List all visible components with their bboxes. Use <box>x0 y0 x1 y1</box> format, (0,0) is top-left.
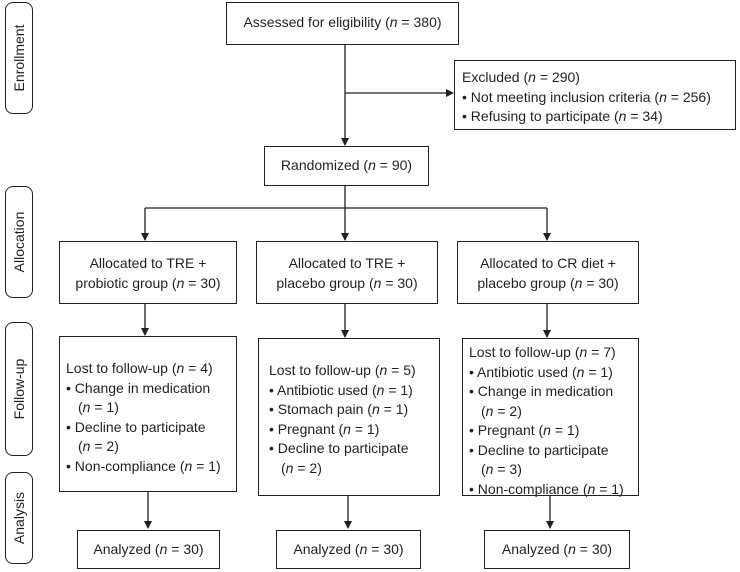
followup-box-tre-probiotic: Lost to follow-up (n = 4) Change in medi… <box>59 336 237 492</box>
assessed-n: n <box>389 14 398 30</box>
allocated-line1: Allocated to TRE + <box>89 255 207 271</box>
followup-item-change-medication: Change in medication <box>66 379 236 399</box>
assessed-count: = 380) <box>397 14 442 30</box>
followup-item-pregnant: Pregnant (n = 1) <box>469 421 638 441</box>
allocated-box-cr-placebo: Allocated to CR diet + placebo group (n … <box>457 241 639 304</box>
phase-analysis: Analysis <box>5 472 33 564</box>
analyzed-box-tre-probiotic: Analyzed (n = 30) <box>77 530 220 569</box>
allocated-line2: placebo group (n = 30) <box>477 274 619 291</box>
followup-item-antibiotic: Antibiotic used (n = 1) <box>269 381 439 401</box>
followup-box-tre-placebo: Lost to follow-up (n = 5) Antibiotic use… <box>258 338 440 496</box>
phase-enrollment: Enrollment <box>5 2 33 114</box>
followup-item-antibiotic: Antibiotic used (n = 1) <box>469 363 638 383</box>
analyzed-box-cr-placebo: Analyzed (n = 30) <box>484 530 630 569</box>
followup-item-decline: Decline to participate <box>66 418 236 438</box>
allocated-line1: Allocated to TRE + <box>288 255 406 271</box>
followup-item-change-medication: Change in medication <box>469 382 638 402</box>
allocated-line2: placebo group (n = 30) <box>276 274 418 291</box>
randomized-box: Randomized (n = 90) <box>264 146 429 186</box>
followup-box-cr-placebo: Lost to follow-up (n = 7) Antibiotic use… <box>462 338 639 497</box>
followup-item-noncompliance: Non-compliance (n = 1) <box>66 457 236 477</box>
followup-title: Lost to follow-up (n = 5) <box>269 362 416 378</box>
assessed-box: Assessed for eligibility (n = 380) <box>226 2 459 45</box>
followup-title: Lost to follow-up (n = 4) <box>66 360 213 376</box>
phase-followup: Follow-up <box>5 322 33 456</box>
excluded-box: Excluded (n = 290) Not meeting inclusion… <box>454 60 736 130</box>
excluded-title: Excluded (n = 290) <box>462 69 580 85</box>
followup-item-cont: (n = 2) <box>481 402 522 419</box>
randomized-text: Randomized ( <box>280 157 369 173</box>
allocated-box-tre-placebo: Allocated to TRE + placebo group (n = 30… <box>256 241 438 304</box>
followup-item-noncompliance: Non-compliance (n = 1) <box>469 480 638 500</box>
followup-item-decline: Decline to participate <box>269 439 439 459</box>
followup-title: Lost to follow-up (n = 7) <box>469 344 616 360</box>
followup-item-cont: (n = 2) <box>78 438 119 454</box>
allocated-line2: probiotic group (n = 30) <box>75 274 221 291</box>
allocated-box-tre-probiotic: Allocated to TRE + probiotic group (n = … <box>59 241 237 304</box>
allocated-line1: Allocated to CR diet + <box>480 255 616 271</box>
analyzed-box-tre-placebo: Analyzed (n = 30) <box>276 530 421 569</box>
followup-item-cont: (n = 3) <box>481 461 522 477</box>
followup-item-cont: (n = 2) <box>281 459 322 476</box>
followup-item-stomach-pain: Stomach pain (n = 1) <box>269 400 439 420</box>
assessed-text: Assessed for eligibility ( <box>243 14 390 30</box>
followup-item-decline: Decline to participate <box>469 441 638 461</box>
phase-allocation: Allocation <box>5 186 33 298</box>
randomized-count: = 90) <box>375 157 413 173</box>
followup-item-cont: (n = 1) <box>78 399 119 415</box>
followup-item-pregnant: Pregnant (n = 1) <box>269 420 439 440</box>
randomized-n: n <box>368 157 376 173</box>
excluded-item-refusing: Refusing to participate (n = 34) <box>462 107 735 127</box>
excluded-item-not-meeting: Not meeting inclusion criteria (n = 256) <box>462 88 735 108</box>
